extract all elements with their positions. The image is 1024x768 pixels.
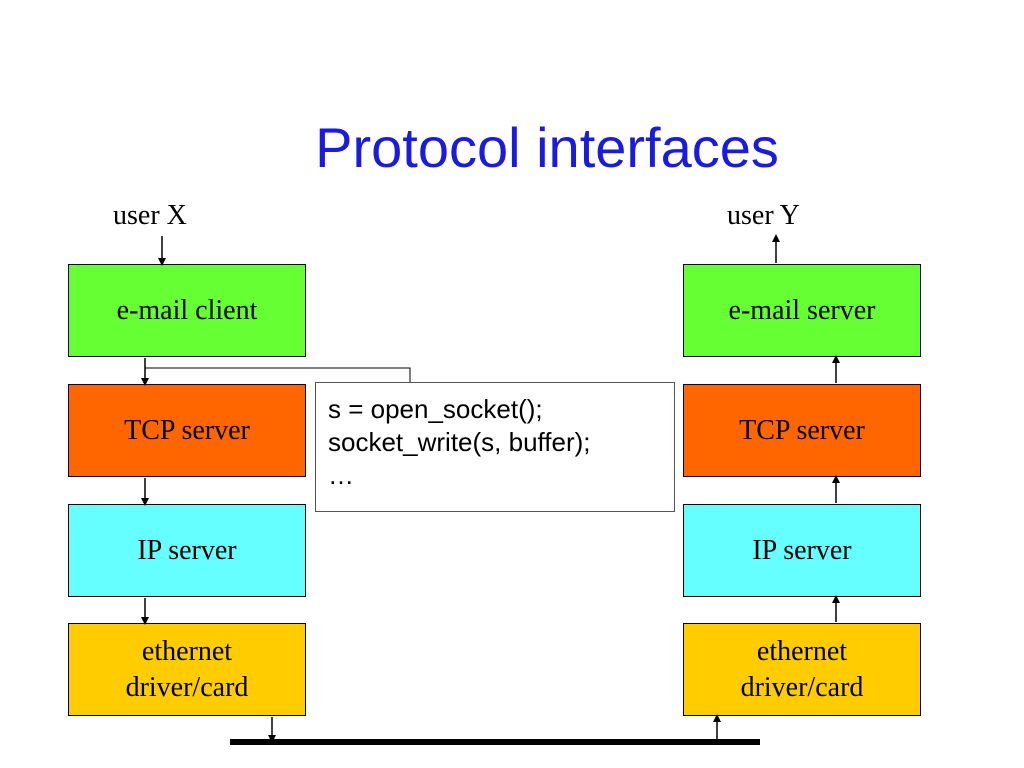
email-client-label: e-mail client [116,294,258,326]
user-y-label: user Y [727,200,800,231]
email-server-box: e-mail server [683,264,921,357]
code-line-2: socket_write(s, buffer); [328,427,591,457]
code-line-3: … [328,460,354,490]
right-ethernet-box: ethernet driver/card [683,623,921,716]
left-ethernet-box: ethernet driver/card [68,623,306,716]
right-tcp-server-label: TCP server [739,414,865,446]
left-ip-server-label: IP server [137,534,237,566]
code-line-1: s = open_socket(); [328,394,543,424]
right-tcp-server-box: TCP server [683,384,921,477]
right-ip-server-label: IP server [752,534,852,566]
page-title: Protocol interfaces [315,116,779,179]
email-server-label: e-mail server [728,294,876,326]
left-ip-server-box: IP server [68,504,306,597]
left-tcp-server-label: TCP server [124,414,250,446]
left-ethernet-line1: ethernet [141,635,233,667]
callout-connector [145,367,411,382]
email-client-box: e-mail client [68,264,306,357]
left-ethernet-line2: driver/card [125,671,249,703]
right-ip-server-box: IP server [683,504,921,597]
left-tcp-server-box: TCP server [68,384,306,477]
right-ethernet-line1: ethernet [756,635,848,667]
user-x-label: user X [113,200,187,231]
right-ethernet-line2: driver/card [740,671,864,703]
code-callout-box: s = open_socket(); socket_write(s, buffe… [315,382,675,512]
